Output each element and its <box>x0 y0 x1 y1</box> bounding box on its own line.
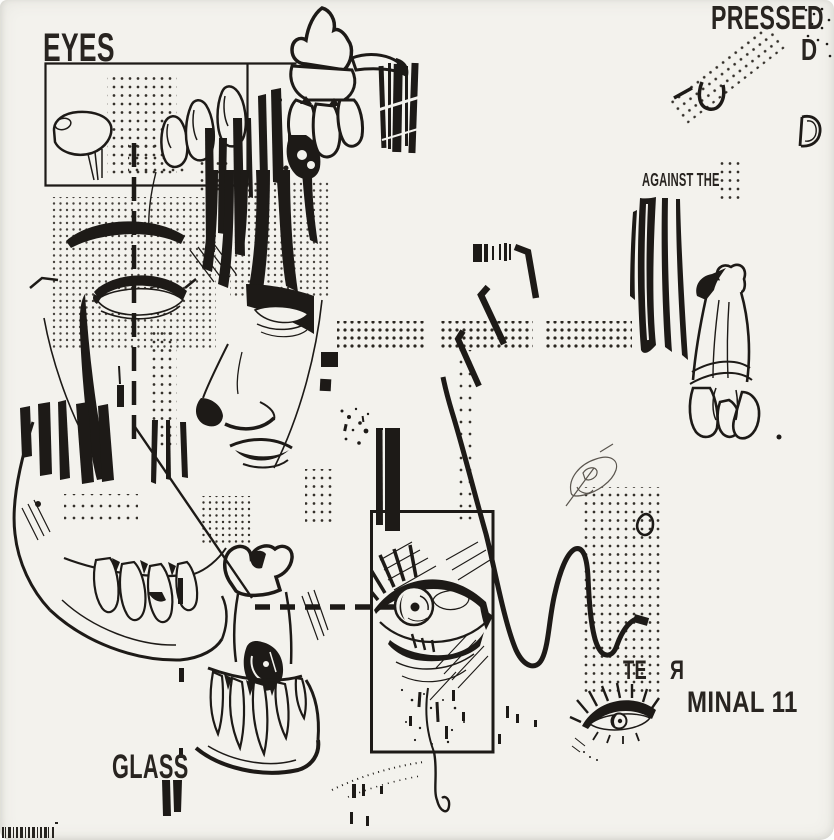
winking-eye-illustration <box>569 682 660 761</box>
signature-swoosh <box>440 376 650 669</box>
bone-illustration <box>286 6 409 180</box>
glitch-bars-left <box>20 365 124 484</box>
hand-drawn-glyphs-top-right <box>673 7 832 148</box>
title-stray-letter-d: D <box>801 32 818 67</box>
black-fragments-right-of-face <box>319 352 338 392</box>
fanged-jaw-illustration <box>178 544 329 775</box>
brush-strokes-right <box>630 197 688 360</box>
brush-stroke-slit <box>644 203 649 341</box>
artist-fragment-minal-11: MINAL 11 <box>687 686 798 719</box>
hair-strands <box>202 170 318 296</box>
stipple-and-ticks <box>331 706 537 826</box>
pencil-doodle <box>565 443 618 507</box>
artist-fragment-reversed-r: Я <box>670 655 685 685</box>
title-word-glass: GLASS <box>112 748 189 786</box>
ink-splatter <box>340 407 370 445</box>
eye-closeup-illustration <box>370 510 495 813</box>
title-word-eyes: EYES <box>43 26 115 70</box>
artist-fragment-te: TE <box>623 655 648 685</box>
title-words-against-the: AGAINST THE <box>642 170 720 190</box>
glitch-bar-near-eyebox <box>376 428 400 531</box>
callout-lines <box>132 423 416 610</box>
barcode <box>2 822 58 838</box>
ink-drip-cluster <box>258 88 291 184</box>
tooth-illustration <box>688 263 782 440</box>
face-illustration <box>29 170 323 480</box>
skull-jaw-illustration <box>12 420 228 662</box>
title-word-pressed: PRESSED <box>711 0 824 36</box>
glitch-barcode-top <box>377 62 421 154</box>
glitch-hooks <box>454 243 540 388</box>
pressed-fingers-box <box>44 62 297 187</box>
hand-drawn-o-glyph <box>635 512 655 537</box>
cheek-shadow <box>79 294 113 480</box>
glitch-bars-under-glass <box>162 780 182 816</box>
mouth <box>229 438 293 469</box>
eyebrow <box>66 221 185 248</box>
nose <box>195 343 276 431</box>
